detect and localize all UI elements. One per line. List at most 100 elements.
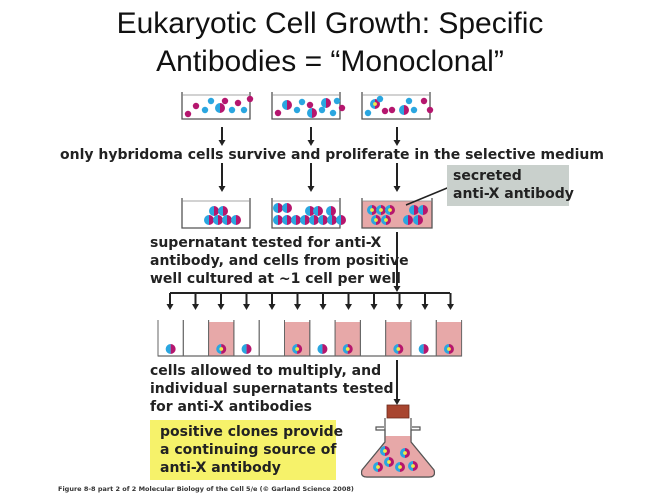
cell (293, 106, 301, 114)
hybridoma-cell-half (246, 344, 252, 354)
hybridoma-cell-half (326, 206, 331, 216)
hybridoma-cell-half (327, 215, 332, 225)
slide-title-line2: Antibodies = “Monoclonal” (156, 45, 504, 78)
arrow-head-icon (268, 304, 276, 310)
hybridoma-cell-half (390, 205, 395, 215)
hybridoma-cell-half (213, 215, 218, 225)
antibody-secreting-marker (384, 218, 388, 222)
hybridoma-cell-half (380, 446, 385, 456)
arrow-head-icon (421, 304, 429, 310)
arrow-head-icon (345, 304, 352, 310)
cell (329, 109, 337, 117)
hybridoma-cell-half (305, 215, 310, 225)
arrow-head-icon (166, 304, 174, 310)
arrow-head-icon (393, 186, 401, 192)
hybridoma-cell-half (322, 344, 328, 354)
hybridoma-cell-half (282, 203, 287, 213)
hybridoma-cell-half (209, 215, 214, 225)
cell (207, 97, 215, 105)
antibody-secreting-marker (379, 208, 383, 212)
cell (246, 95, 254, 103)
hybridoma-cell-half (389, 457, 394, 467)
hybridoma-cell-half (448, 344, 454, 354)
antibody-secreting-marker (411, 464, 415, 468)
hybridoma-cell-half (278, 215, 283, 225)
conclusion-line: positive clones provide (160, 424, 344, 440)
antibody-secreting-marker (219, 347, 224, 351)
hybridoma-cell-half (405, 448, 410, 458)
step2-text-line3: well cultured at ~1 cell per well (150, 271, 401, 287)
hybridoma-cell-half (399, 105, 404, 115)
step3-text-line2: individual supernatants tested (150, 381, 394, 397)
culture-dish (181, 198, 251, 229)
conclusion-line: a continuing source of (160, 442, 337, 458)
cell (405, 97, 413, 105)
hybridoma-cell-half (336, 215, 341, 225)
hybridoma-cell-half (223, 206, 228, 216)
cell (410, 106, 418, 114)
cell (184, 110, 192, 118)
hybridoma-cell-half (323, 215, 328, 225)
antibody-secreting-marker (396, 347, 401, 351)
hybridoma-cell-half (317, 344, 323, 354)
arrow-head-icon (393, 286, 401, 292)
hybridoma-cell-half (376, 215, 381, 225)
antibody-secreting-marker (383, 449, 387, 453)
arrow-head-icon (319, 304, 327, 310)
pointer-line (405, 185, 453, 206)
arrow-head-icon (218, 140, 226, 146)
cell (221, 97, 229, 105)
hybridoma-cell-half (318, 215, 323, 225)
hybridoma-cell-half (218, 206, 223, 216)
antibody-secreting-marker (374, 218, 378, 222)
hybridoma-cell-half (313, 206, 318, 216)
hybridoma-cell-half (370, 99, 375, 109)
hybridoma-cell-half (282, 100, 287, 110)
hybridoma-cell-half (297, 344, 303, 354)
hybridoma-cell-half (400, 462, 405, 472)
hybridoma-cell-half (222, 215, 227, 225)
slide-title-line1: Eukaryotic Cell Growth: Specific (116, 7, 544, 40)
step2-text-line1: supernatant tested for anti-X (150, 235, 382, 251)
hybridoma-cell-half (215, 103, 220, 113)
hybridoma-cell-half (373, 462, 378, 472)
cell (388, 106, 396, 114)
hybridoma-cell-half (326, 98, 331, 108)
hybridoma-cell-half (371, 215, 376, 225)
hybridoma-cell-half (400, 448, 405, 458)
cell (274, 109, 282, 117)
hybridoma-cell-half (414, 205, 419, 215)
flask-stopper (386, 404, 410, 419)
hybridoma-cell-half (241, 344, 247, 354)
hybridoma-cell-half (381, 215, 386, 225)
hybridoma-cell-half (418, 215, 423, 225)
cell (364, 109, 372, 117)
arrow-head-icon (217, 304, 225, 310)
hybridoma-cell-half (273, 215, 278, 225)
cell (234, 99, 242, 107)
hybridoma-cell-half (291, 215, 296, 225)
antibody-secreting-marker (387, 460, 391, 464)
conclusion-line: anti-X antibody (160, 460, 281, 476)
arrow-head-icon (370, 304, 378, 310)
hybridoma-cell-half (314, 215, 319, 225)
arrow-head-icon (307, 186, 315, 192)
well (182, 320, 210, 357)
arrow-head-icon (307, 140, 315, 146)
flask-outline (360, 418, 436, 478)
hybridoma-cell-half (236, 215, 241, 225)
arrow-head-icon (243, 304, 250, 310)
antibody-secreting-marker (295, 347, 300, 351)
arrow-head-icon (447, 304, 454, 310)
hybridoma-cell-half (413, 215, 418, 225)
arrow-head-icon (396, 304, 403, 310)
hybridoma-cell-half (282, 215, 287, 225)
cell (426, 106, 434, 114)
hybridoma-cell-half (393, 344, 399, 354)
cell (240, 106, 248, 114)
step3-text-line1: cells allowed to multiply, and (150, 363, 382, 379)
hybridoma-cell-half (218, 215, 223, 225)
antibody-secreting-marker (376, 465, 380, 469)
